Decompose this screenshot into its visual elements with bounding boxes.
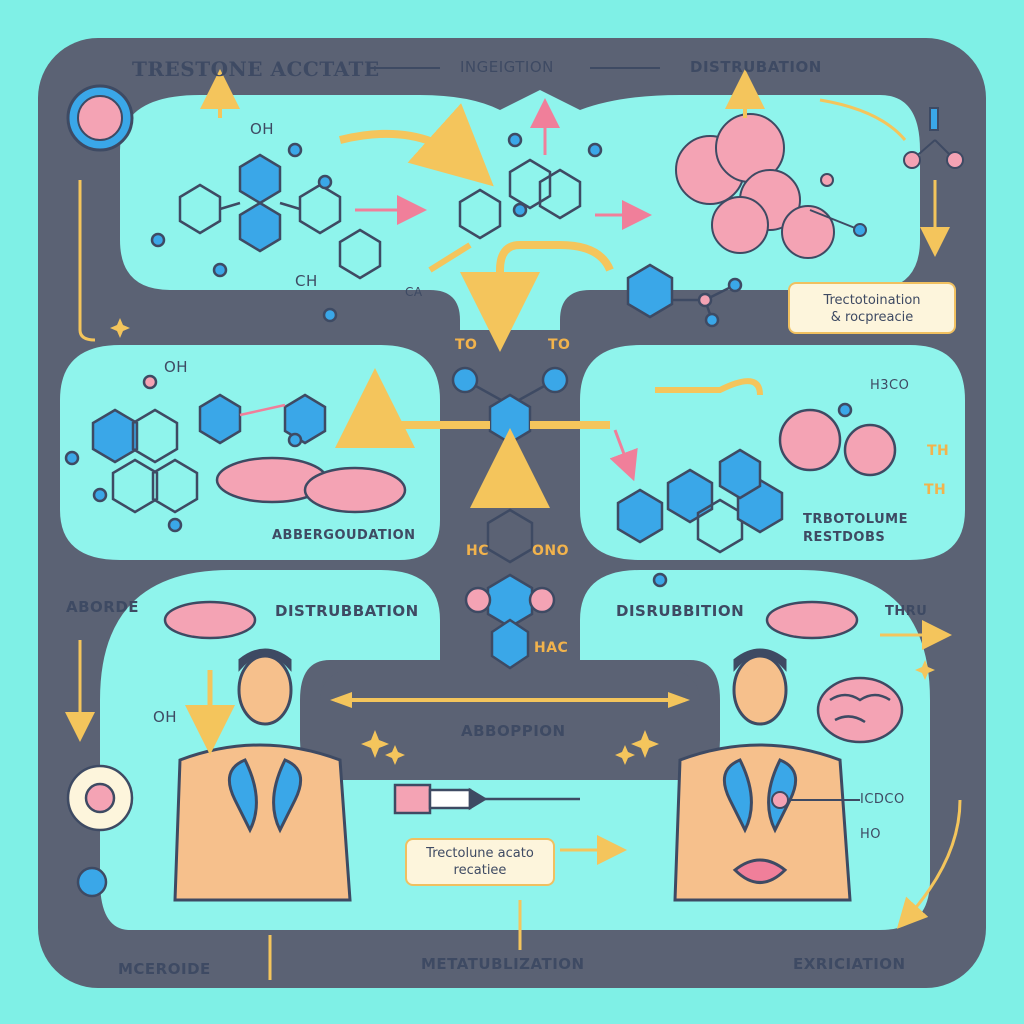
stage-microide: MCEROIDE (118, 960, 211, 978)
chem-ho: HO (860, 827, 882, 842)
stage-excretion: EXRICIATION (793, 955, 906, 973)
hex-chain-molecule (626, 263, 743, 328)
chem-ch: CH (295, 272, 318, 290)
chem-to-right: TO (548, 337, 571, 353)
chem-hac: HAC (534, 640, 569, 656)
human-figure-left (173, 648, 352, 902)
chem-th-1: TH (927, 443, 950, 459)
chem-oh-mid: OH (164, 358, 189, 376)
brain-icon (816, 676, 904, 744)
sparkle-icons (110, 318, 935, 765)
stage-distribution-top: DISTRUBATION (690, 58, 822, 76)
pink-sphere-cluster (675, 113, 867, 259)
chem-h3co: H3CO (870, 378, 910, 393)
chem-th-2: TH (924, 482, 947, 498)
syringe-icon (393, 783, 580, 815)
pill-capsule-icon (66, 84, 134, 152)
top-left-molecule (150, 142, 382, 323)
stage-metabolization: METATUBLIZATION (421, 955, 585, 973)
stage-ingestion: INGEIGTION (460, 58, 554, 76)
label-residues-1: TRBOTOLUME (803, 512, 908, 527)
mid-right-molecule (616, 402, 897, 588)
absorption-band (320, 670, 700, 780)
chem-ca: CA (405, 285, 423, 299)
bottom-center-molecule (464, 508, 556, 670)
label-residues-2: RESTDOBS (803, 530, 886, 545)
treatment-box: Trectolune acato recatiee (405, 838, 555, 886)
top-center-molecule (458, 132, 603, 240)
stage-distribution-mid-left: DISTRUBBATION (275, 602, 419, 620)
diagram-title: TRESTONE ACCTATE (132, 57, 380, 81)
stage-distribution-mid-right: DISRUBBITION (616, 602, 745, 620)
dot-icon (76, 866, 108, 898)
transformation-line-1: Trectotoination (823, 293, 921, 308)
pill-circle-icon (66, 764, 134, 832)
chem-oh-top: OH (250, 120, 275, 138)
stage-absorption-left: ABBERGOUDATION (272, 528, 416, 543)
mid-left-molecule (64, 374, 327, 533)
chem-icdco: ICDCO (860, 792, 905, 807)
chem-ono: ONO (532, 543, 570, 559)
treatment-line-2: recatiee (453, 863, 507, 878)
chem-hc: HC (466, 543, 489, 559)
stage-absorption-bottom: ABBOPPION (461, 722, 566, 740)
stage-aborde: ABORDE (66, 598, 140, 616)
treatment-line-1: Trectolune acato (426, 846, 534, 861)
chem-oh-body: OH (153, 708, 178, 726)
transformation-box: Trectotoination & rocpreacie (788, 282, 956, 334)
chem-to-left: TO (455, 337, 478, 353)
transformation-line-2: & rocpreacie (830, 310, 914, 325)
label-thru: THRU (885, 604, 928, 619)
small-molecule-icon (903, 107, 964, 169)
pink-pill-icons (163, 456, 859, 640)
human-figure-right (673, 648, 852, 902)
